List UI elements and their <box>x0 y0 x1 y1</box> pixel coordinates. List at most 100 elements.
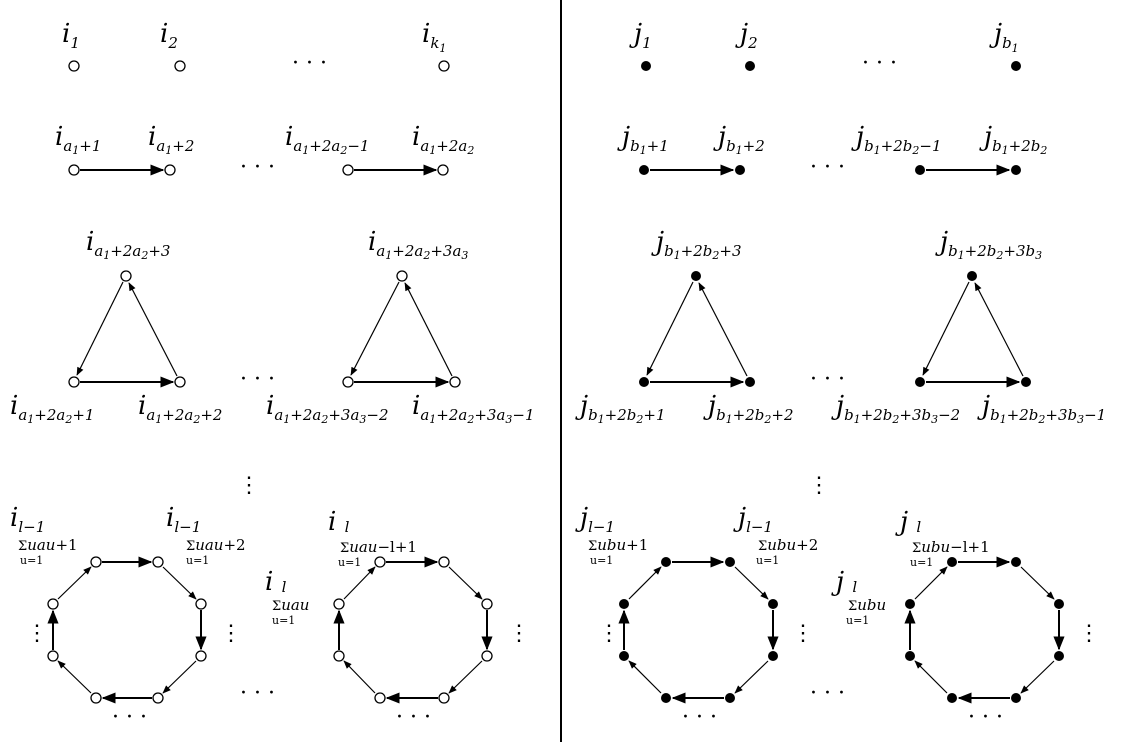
edge <box>734 566 769 600</box>
ellipsis-bottom: · · · <box>112 705 147 730</box>
edge <box>628 566 662 600</box>
edge <box>57 566 92 600</box>
node <box>120 270 132 282</box>
node <box>68 376 80 388</box>
node <box>641 61 651 71</box>
right-row1-ellipsis: · · · <box>862 51 897 76</box>
label-jb1: jb1 <box>989 19 1019 55</box>
label-i2: i2 <box>160 19 178 52</box>
sum-symbol: Σuau+2 <box>186 536 246 554</box>
edge <box>646 281 694 376</box>
left-panel: i1 i2 ik1 · · · ia1+1 ia1+2 ia1+2a2−1 ia… <box>10 19 535 730</box>
node <box>947 557 957 567</box>
node <box>333 650 345 662</box>
node <box>691 271 701 281</box>
node <box>342 164 354 176</box>
label-j-b1+2: jb1+2 <box>713 122 765 157</box>
label-i-l-sum-l+1: i l <box>328 507 350 537</box>
vdots-side: ⋮ <box>598 621 620 646</box>
node <box>1011 557 1021 567</box>
node <box>768 599 778 609</box>
left-octagon-2: ⋮ · · · <box>333 556 530 730</box>
edge <box>76 281 124 376</box>
node <box>768 651 778 661</box>
edge <box>343 566 376 600</box>
sum-index: u=1 <box>338 556 361 569</box>
sum-symbol: Σubu <box>848 596 886 614</box>
label-j2: j2 <box>735 19 758 52</box>
node <box>725 557 735 567</box>
label-j-b1+2b2+3b3: jb1+2b2+3b3 <box>935 227 1042 262</box>
left-octagon-1: ⋮ ⋮ · · · <box>26 556 242 730</box>
node <box>333 598 345 610</box>
label-j-b1+2b2+3: jb1+2b2+3 <box>651 227 742 262</box>
edge <box>628 660 662 694</box>
right-octagon-2: ⋮ · · · <box>904 556 1100 730</box>
edge <box>404 282 453 377</box>
sum-index: u=1 <box>910 556 933 569</box>
right-vdots: ⋮ <box>808 473 830 498</box>
label-j-b1+2b2+1: jb1+2b2+1 <box>575 391 666 426</box>
edge <box>343 660 376 694</box>
label-i-a1+2: ia1+2 <box>148 122 194 157</box>
node <box>639 165 649 175</box>
label-j-l-1-sum-+1: jl−1 <box>575 503 615 536</box>
node <box>905 599 915 609</box>
ellipsis-bottom: · · · <box>968 705 1003 730</box>
label-j-b1+2b2+2: jb1+2b2+2 <box>703 391 794 426</box>
label-i-a1+2a2+3: ia1+2a2+3 <box>86 227 170 262</box>
sum-symbol: Σubu−l+1 <box>912 538 990 556</box>
node <box>967 271 977 281</box>
node <box>174 60 186 72</box>
edge <box>1020 566 1055 600</box>
label-i-l-sum: i l <box>265 567 287 597</box>
label-j-b1+2b2+3b3-2: jb1+2b2+3b3−2 <box>831 391 960 426</box>
right-panel: j1 j2 jb1 · · · jb1+1 jb1+2 jb1+2b2−1 jb… <box>575 19 1106 730</box>
node <box>915 165 925 175</box>
vdots-side: ⋮ <box>792 621 814 646</box>
edge <box>922 281 970 376</box>
vdots-side: ⋮ <box>1078 621 1100 646</box>
node <box>90 556 102 568</box>
node <box>174 376 186 388</box>
node <box>152 692 164 704</box>
label-i-a1+2a2+3a3-1: ia1+2a2+3a3−1 <box>412 391 535 426</box>
node <box>1011 165 1021 175</box>
label-j-l-sum: j l <box>831 567 857 597</box>
node <box>639 377 649 387</box>
edge <box>57 660 92 694</box>
edge <box>698 282 748 377</box>
node <box>481 598 493 610</box>
node <box>195 598 207 610</box>
label-ik1: ik1 <box>422 19 446 55</box>
node <box>1054 651 1064 661</box>
node <box>437 164 449 176</box>
label-j-l-sum-l+1: j l <box>895 507 921 537</box>
node <box>90 692 102 704</box>
edge <box>974 282 1024 377</box>
node <box>661 693 671 703</box>
right-row3-ellipsis: · · · <box>810 367 845 392</box>
ellipsis-bottom: · · · <box>396 705 431 730</box>
node <box>195 650 207 662</box>
node <box>745 377 755 387</box>
label-j-b1+2b2-1: jb1+2b2−1 <box>851 122 942 157</box>
right-row4-ellipsis: · · · <box>810 681 845 706</box>
node <box>725 693 735 703</box>
node <box>905 651 915 661</box>
edge <box>350 281 400 376</box>
node <box>661 557 671 567</box>
node <box>1054 599 1064 609</box>
sum-index: u=1 <box>20 554 43 567</box>
node <box>735 165 745 175</box>
edge <box>914 660 948 694</box>
edge <box>448 660 483 694</box>
node <box>438 60 450 72</box>
node <box>947 693 957 703</box>
label-i-a1+1: ia1+1 <box>55 122 101 157</box>
sum-symbol: Σubu+2 <box>758 536 818 554</box>
node <box>68 60 80 72</box>
label-j-b1+2b2: jb1+2b2 <box>979 122 1047 157</box>
edge <box>914 566 948 600</box>
